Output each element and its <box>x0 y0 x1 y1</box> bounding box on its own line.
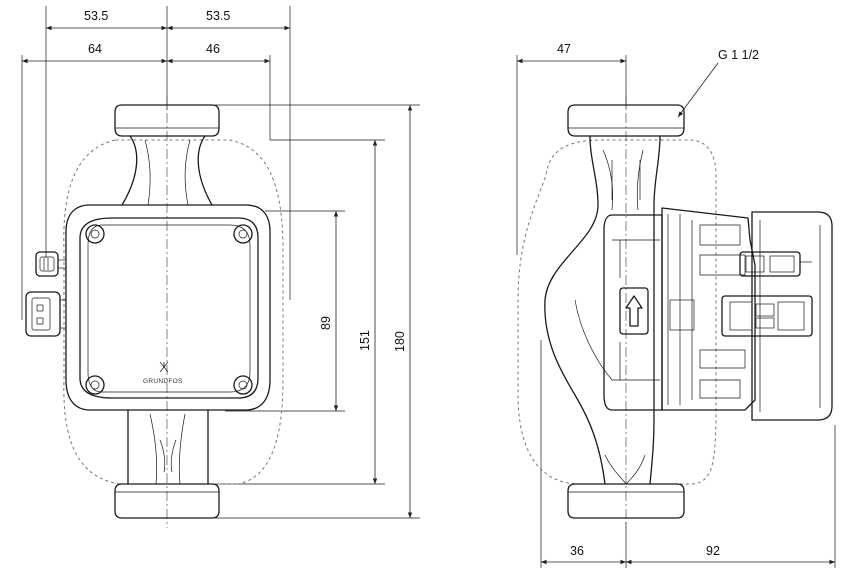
side-top-flange <box>567 104 685 137</box>
side-envelope <box>517 139 717 485</box>
side-dimensions <box>517 58 835 565</box>
dim-bottom-left: 36 <box>570 544 584 558</box>
brand-logo-text: GRUNDFOS <box>143 378 183 385</box>
brand-logo: GRUNDFOS <box>143 361 183 385</box>
dim-second-left: 64 <box>88 42 102 56</box>
flow-arrow-box <box>619 287 649 335</box>
thread-label: G 1 1/2 <box>718 48 759 62</box>
front-horizontal-dimensions <box>22 25 290 64</box>
front-top-neck <box>121 135 213 206</box>
dim-height-inner: 89 <box>319 316 333 330</box>
side-connector-lower <box>721 295 813 337</box>
front-top-flange <box>114 104 220 137</box>
side-extension-lines <box>516 55 836 568</box>
dim-height-total: 180 <box>393 331 407 352</box>
thread-leader <box>677 62 719 118</box>
front-view: 53.5 53.5 64 46 180 151 89 <box>21 6 420 528</box>
front-bottom-neck <box>127 409 209 485</box>
motor-head <box>65 204 271 411</box>
dim-bottom-right: 92 <box>706 544 720 558</box>
side-pump-body <box>544 135 661 485</box>
side-motor-electronics <box>661 207 756 411</box>
flow-arrow-icon <box>625 295 643 327</box>
front-connector-lower <box>25 291 66 337</box>
logo-x-mark <box>159 361 169 373</box>
side-view: 47 36 92 G 1 1/2 <box>516 42 836 568</box>
dim-second-right: 46 <box>206 42 220 56</box>
dim-height-mid: 151 <box>358 330 372 351</box>
front-envelope <box>63 139 284 485</box>
front-vertical-dimensions <box>333 105 413 518</box>
front-extension-lines <box>21 6 420 519</box>
front-screw-bosses <box>85 224 253 395</box>
side-bottom-flange <box>567 483 685 519</box>
front-connector-upper <box>35 251 66 277</box>
side-front-plate <box>603 214 663 411</box>
side-connector-upper <box>739 251 812 277</box>
front-bottom-flange <box>114 483 220 519</box>
dim-side-top: 47 <box>557 42 571 56</box>
dim-top-left: 53.5 <box>84 9 108 23</box>
dim-top-right: 53.5 <box>206 9 230 23</box>
